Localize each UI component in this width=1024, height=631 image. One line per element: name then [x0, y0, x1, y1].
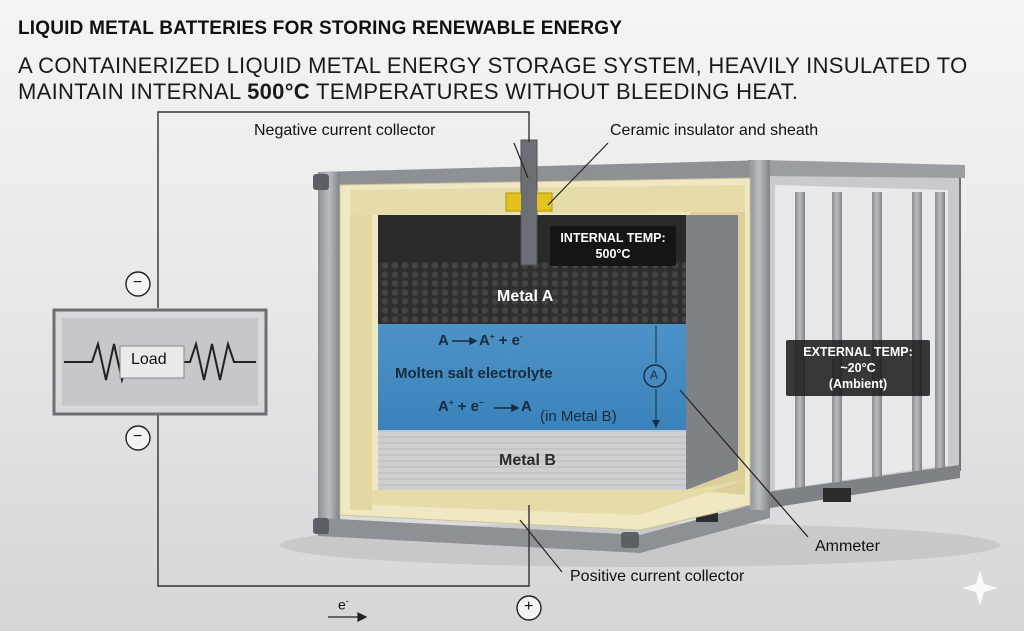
reaction-top-a: A [438, 332, 449, 349]
minus-terminal-top [125, 271, 151, 297]
reaction-bottom-e: + e [457, 398, 479, 415]
label-positive-collector: Positive current collector [570, 568, 745, 585]
reaction-top-products: A+ + e- [479, 332, 523, 349]
ammeter-symbol [643, 364, 667, 388]
internal-temp-value: 500°C [595, 247, 631, 261]
ammeter-letter: A [650, 368, 659, 382]
diagram-subtitle: A CONTAINERIZED LIQUID METAL ENERGY STOR… [18, 53, 978, 105]
electron-flow-arrow [328, 612, 368, 622]
reaction-bottom-reactants: A+ + e− [438, 398, 484, 415]
metal-b-layer [378, 430, 686, 490]
circuit-wires [157, 111, 530, 587]
electron-charge: - [345, 596, 349, 606]
reaction-top-rest: + e [498, 332, 520, 349]
minus-sign-top: − [133, 274, 143, 291]
minus-sign-bottom: − [133, 428, 143, 445]
minus-terminal-bottom [125, 425, 151, 451]
metal-a-label: Metal A [497, 288, 554, 305]
subtitle-bold-temp: 500°C [247, 79, 310, 104]
plus-terminal [516, 595, 542, 621]
load-box [52, 308, 268, 416]
plus-sign: + [524, 598, 534, 615]
electron-label: e- [338, 596, 349, 613]
leader-lines [513, 142, 809, 573]
external-temp-note: (Ambient) [828, 377, 888, 391]
subtitle-text: A CONTAINERIZED LIQUID METAL ENERGY STOR… [18, 53, 968, 104]
load-label: Load [131, 351, 167, 368]
subtitle-text-end: TEMPERATURES WITHOUT BLEEDING HEAT. [310, 79, 799, 104]
metal-b-label: Metal B [499, 452, 556, 469]
label-ammeter: Ammeter [815, 538, 880, 555]
in-metal-b-label: (in Metal B) [540, 408, 617, 425]
reaction-bottom-product: A [521, 398, 532, 415]
container-right-section [745, 160, 965, 512]
external-temp-value: ~20°C [840, 361, 876, 375]
container-front-frame [313, 160, 770, 553]
diagram-title: LIQUID METAL BATTERIES FOR STORING RENEW… [18, 18, 623, 39]
external-temp-label: EXTERNAL TEMP: [803, 345, 913, 359]
metal-a-layer [378, 262, 686, 324]
reaction-arrows [452, 336, 520, 413]
internal-temp-tag: INTERNAL TEMP: 500°C [550, 226, 676, 266]
electron-symbol: e [338, 596, 346, 613]
inner-wall [686, 215, 738, 490]
electrolyte-layer [378, 324, 686, 430]
label-negative-collector: Negative current collector [254, 122, 436, 139]
resistor-zigzag [64, 340, 256, 384]
electrolyte-label: Molten salt electrolyte [395, 365, 553, 382]
sparkle-icon [962, 570, 998, 606]
reaction-bottom-a: A [438, 398, 449, 415]
label-ceramic-insulator: Ceramic insulator and sheath [610, 122, 819, 139]
external-temp-tag: EXTERNAL TEMP: ~20°C (Ambient) [786, 340, 930, 396]
internal-temp-label: INTERNAL TEMP: [560, 231, 666, 245]
